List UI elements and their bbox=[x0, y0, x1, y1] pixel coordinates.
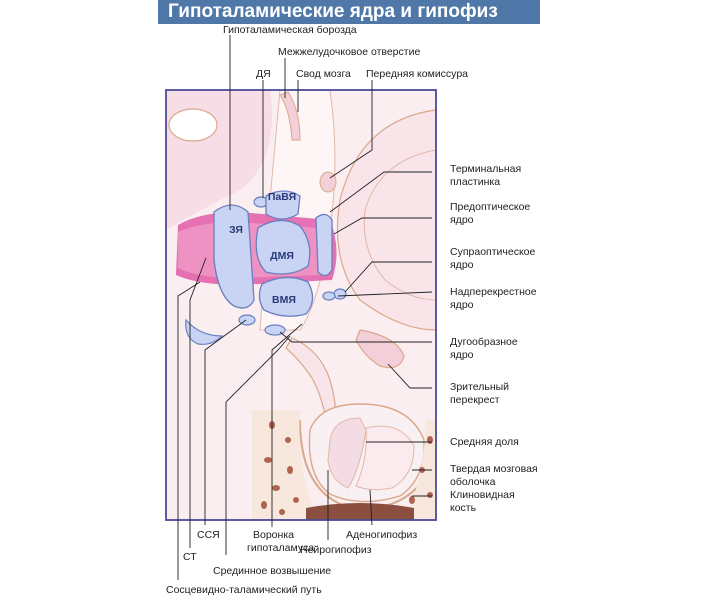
nucleus-label-pavya: ПаВЯ bbox=[268, 191, 296, 203]
label-optic-chiasm-1: Зрительный bbox=[450, 381, 509, 393]
label-lamina-terminalis-2: пластинка bbox=[450, 176, 500, 188]
label-preoptic-2: ядро bbox=[450, 214, 474, 226]
label-suprachiasmatic-2: ядро bbox=[450, 299, 474, 311]
preoptic-nucleus-shape bbox=[315, 213, 333, 277]
sphenoid-base bbox=[306, 503, 414, 520]
label-intermediate-lobe: Средняя доля bbox=[450, 436, 519, 448]
label-st: СТ bbox=[183, 551, 197, 563]
anterior-nucleus-shape bbox=[213, 204, 255, 309]
neurohypophysis-shape bbox=[327, 417, 367, 489]
label-ssya: ССЯ bbox=[197, 529, 220, 541]
title-bar: Гипоталамические ядра и гипофиз bbox=[158, 0, 540, 24]
label-dura-1: Твердая мозговая bbox=[450, 463, 538, 475]
optic-chiasm-shape bbox=[355, 329, 405, 369]
label-preoptic-1: Предоптическое bbox=[450, 201, 530, 213]
nucleus-label-zya: ЗЯ bbox=[229, 224, 243, 236]
anterior-commissure-shape bbox=[319, 171, 337, 193]
label-fornix: Свод мозга bbox=[296, 68, 351, 80]
diagram-frame bbox=[165, 89, 437, 521]
label-hypothalamic-sulcus: Гипоталамическая борозда bbox=[223, 24, 357, 36]
label-interventricular-foramen: Межжелудочковое отверстие bbox=[278, 46, 420, 58]
anterior-brain-region bbox=[336, 109, 437, 331]
label-anterior-commissure: Передняя комиссура bbox=[366, 68, 468, 80]
label-arcuate-2: ядро bbox=[450, 349, 474, 361]
interventricular-foramen-shape bbox=[168, 108, 218, 142]
label-infundibulum-1: Воронка bbox=[253, 529, 294, 541]
label-mammillothalamic-tract: Сосцевидно-таламический путь bbox=[166, 584, 322, 596]
label-dura-2: оболочка bbox=[450, 476, 496, 488]
label-dya: ДЯ bbox=[256, 68, 271, 80]
supraoptic-nucleus-shape bbox=[333, 288, 347, 300]
label-optic-chiasm-2: перекрест bbox=[450, 394, 500, 406]
suprachiasmatic-nucleus-shape bbox=[322, 291, 336, 301]
sphenoid-bone-left bbox=[252, 410, 318, 520]
label-supraoptic-2: ядро bbox=[450, 259, 474, 271]
label-neurohypophysis: Нейрогипофиз bbox=[300, 544, 372, 556]
label-median-eminence: Срединное возвышение bbox=[213, 565, 331, 577]
nucleus-label-dmya: ДМЯ bbox=[270, 250, 294, 262]
dorsomedial-nucleus-shape bbox=[255, 219, 311, 275]
mammillary-nucleus-shape bbox=[185, 318, 224, 345]
ventromedial-nucleus-shape bbox=[258, 276, 314, 317]
label-supraoptic-1: Супраоптическое bbox=[450, 246, 536, 258]
label-sphenoid-1: Клиновидная bbox=[450, 489, 515, 501]
label-adenohypophysis: Аденогипофиз bbox=[346, 529, 417, 541]
label-suprachiasmatic-1: Надперекрестное bbox=[450, 286, 537, 298]
paraventricular-nucleus-shape bbox=[265, 190, 301, 220]
label-arcuate-1: Дугообразное bbox=[450, 336, 518, 348]
label-infundibulum-2: гипоталамуса bbox=[247, 542, 314, 554]
label-lamina-terminalis-1: Терминальная bbox=[450, 163, 521, 175]
nucleus-label-vmya: ВМЯ bbox=[272, 294, 296, 306]
fornix-shape bbox=[279, 91, 301, 141]
diagram-title: Гипоталамические ядра и гипофиз bbox=[168, 1, 498, 22]
label-sphenoid-2: кость bbox=[450, 502, 477, 514]
leader-lines bbox=[177, 35, 433, 580]
